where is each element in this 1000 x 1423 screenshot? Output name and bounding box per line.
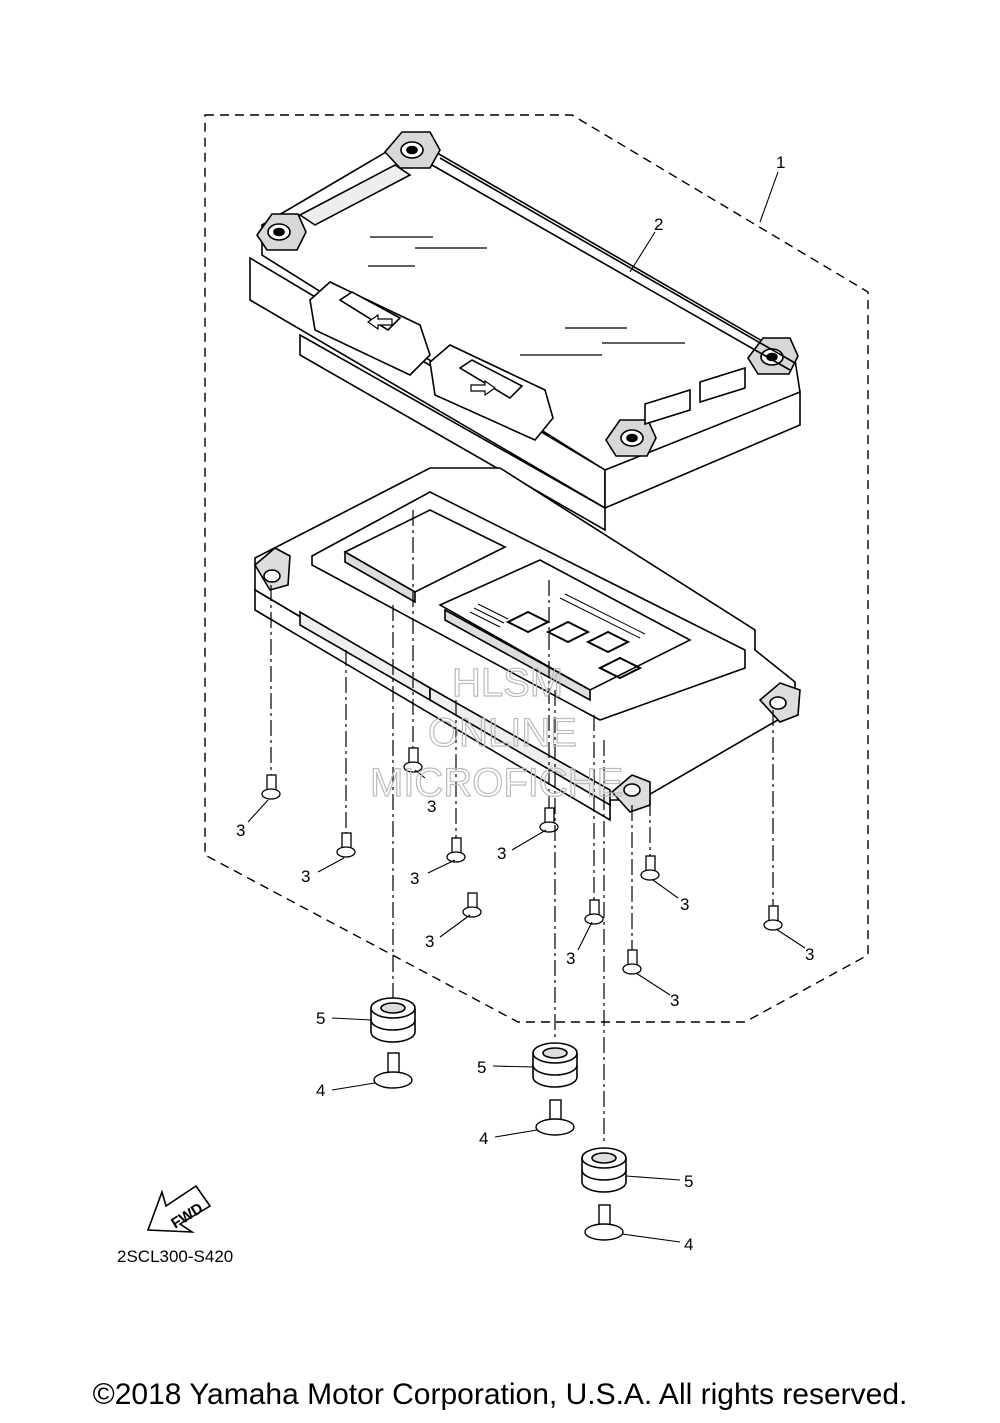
- grommet-3: [581, 1147, 627, 1193]
- right-arrow-icon: [470, 379, 497, 397]
- screw-1: [261, 774, 281, 800]
- callout-3a: 3: [236, 821, 245, 840]
- assembly-boundary: [204, 114, 869, 1023]
- watermark-line-2: ONLINE: [428, 711, 577, 755]
- part-code: 2SCL300-S420: [117, 1247, 233, 1266]
- center-lines: [270, 510, 774, 1145]
- screw-3: [403, 747, 423, 773]
- watermark-line-3: MICROFICHE: [370, 761, 623, 805]
- screw-2: [336, 832, 356, 858]
- grommets: [370, 997, 627, 1193]
- grommet-1: [370, 997, 416, 1043]
- bar-segments: [469, 593, 646, 639]
- callout-3b: 3: [301, 867, 310, 886]
- callout-3e: 3: [425, 932, 434, 951]
- collar-screws: [373, 1052, 624, 1241]
- callout-5a: 5: [316, 1009, 325, 1028]
- screw-9: [622, 949, 642, 975]
- callout-3g: 3: [566, 949, 575, 968]
- screws: [261, 747, 783, 975]
- copyright-notice: ©2018 Yamaha Motor Corporation, U.S.A. A…: [92, 1378, 908, 1411]
- left-arrow-icon: [366, 313, 393, 331]
- callout-4b: 4: [479, 1129, 488, 1148]
- callout-3j: 3: [805, 945, 814, 964]
- digit-display: [505, 610, 643, 680]
- callout-3c: 3: [427, 797, 436, 816]
- cover-label-lines: [368, 236, 685, 356]
- screw-4: [446, 837, 466, 863]
- screw-10: [763, 905, 783, 931]
- meter-cover: [249, 131, 801, 532]
- watermark-line-1: HLSM: [452, 661, 563, 705]
- callout-4a: 4: [316, 1081, 325, 1100]
- callout-1: 1: [776, 153, 785, 172]
- meter-unit: [253, 467, 801, 822]
- fwd-arrow-icon: FWD: [146, 1184, 212, 1233]
- screw-7: [584, 899, 604, 925]
- callout-2: 2: [654, 215, 663, 234]
- collar-screw-2: [535, 1099, 575, 1136]
- callout-3d: 3: [410, 869, 419, 888]
- callout-3i: 3: [670, 991, 679, 1010]
- callout-5b: 5: [477, 1058, 486, 1077]
- collar-screw-3: [584, 1204, 624, 1241]
- callout-3f: 3: [497, 844, 506, 863]
- callout-4c: 4: [684, 1235, 693, 1254]
- callout-3h: 3: [680, 895, 689, 914]
- grommet-2: [532, 1042, 578, 1088]
- collar-screw-1: [373, 1052, 413, 1089]
- screw-8: [640, 855, 660, 881]
- leader-lines: [247, 171, 806, 1243]
- callout-5c: 5: [684, 1172, 693, 1191]
- screw-5: [462, 892, 482, 918]
